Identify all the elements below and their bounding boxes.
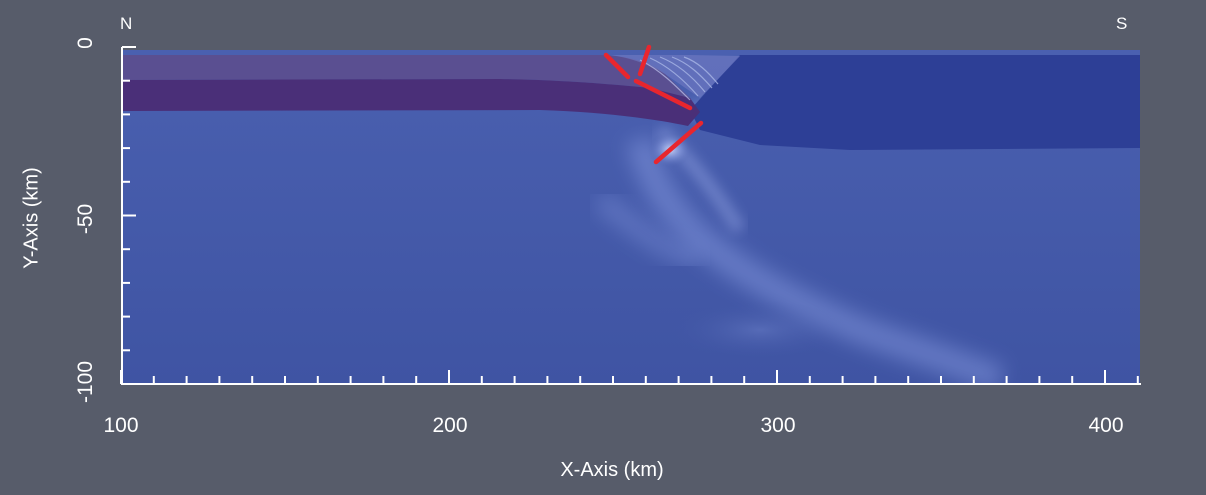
y-tick-label: -100	[74, 360, 97, 404]
x-axis	[120, 370, 1141, 385]
south-label: S	[1116, 14, 1128, 33]
model-domain	[122, 50, 1140, 383]
x-axis-title: X-Axis (km)	[560, 459, 664, 481]
fault-lines	[603, 44, 704, 165]
deformation-wedge	[610, 55, 740, 101]
lower-crust-north	[122, 79, 700, 126]
x-tick-label: 300	[760, 414, 796, 437]
y-tick-label: 0	[74, 37, 97, 49]
upper-crust-north	[122, 55, 690, 98]
fault-segment	[653, 120, 704, 165]
fault-segment	[637, 44, 652, 77]
fault-segment	[603, 52, 631, 80]
stress-glow	[593, 88, 1006, 383]
x-axis-ticks	[120, 370, 1139, 384]
y-axis-ticks	[122, 46, 136, 385]
x-tick-label: 200	[432, 414, 468, 437]
y-axis-title: Y-Axis (km)	[20, 167, 43, 269]
y-tick-label: -50	[74, 203, 97, 235]
fault-segment	[633, 78, 693, 111]
y-axis	[121, 46, 136, 385]
north-label: N	[120, 14, 133, 33]
x-tick-label: 100	[103, 414, 139, 437]
crust-south	[690, 55, 1140, 150]
x-tick-label: 400	[1088, 414, 1124, 437]
